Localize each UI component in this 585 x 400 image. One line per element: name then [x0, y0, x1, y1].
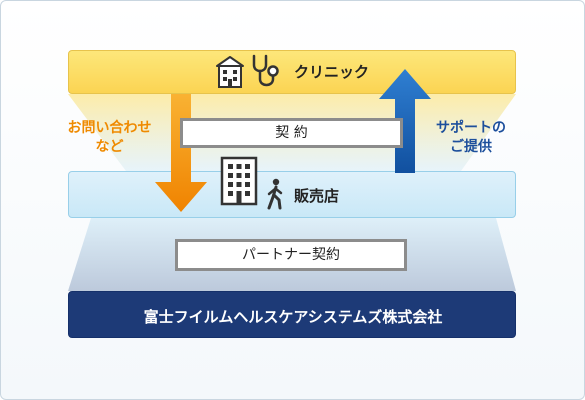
support-label-line2: ご提供: [450, 139, 492, 155]
partner-contract-box: パートナー契約: [175, 239, 407, 271]
clinic-band: [68, 50, 516, 94]
support-label: サポートの ご提供: [421, 119, 521, 157]
manufacturer-band: 富士フイルムヘルスケアシステムズ株式会社: [68, 291, 516, 338]
stethoscope-icon: [252, 54, 279, 87]
walking-person-icon: [267, 178, 283, 210]
inquiries-label-line1: お問い合わせ: [67, 120, 152, 136]
inquiries-label: お問い合わせ など: [52, 119, 167, 157]
support-label-line1: サポートの: [436, 120, 506, 136]
inquiry-arrow-down: [155, 94, 207, 212]
contract-box: 契 約: [180, 118, 403, 148]
inquiries-label-line2: など: [95, 139, 124, 155]
dealer-label: 販売店: [294, 187, 340, 205]
support-arrow-up: [379, 69, 431, 173]
clinic-label: クリニック: [294, 63, 370, 81]
dealer-band: [68, 171, 516, 218]
building-icon: [216, 56, 244, 88]
office-building-icon: [220, 156, 258, 206]
manufacturer-label: 富士フイルムヘルスケアシステムズ株式会社: [143, 308, 443, 326]
